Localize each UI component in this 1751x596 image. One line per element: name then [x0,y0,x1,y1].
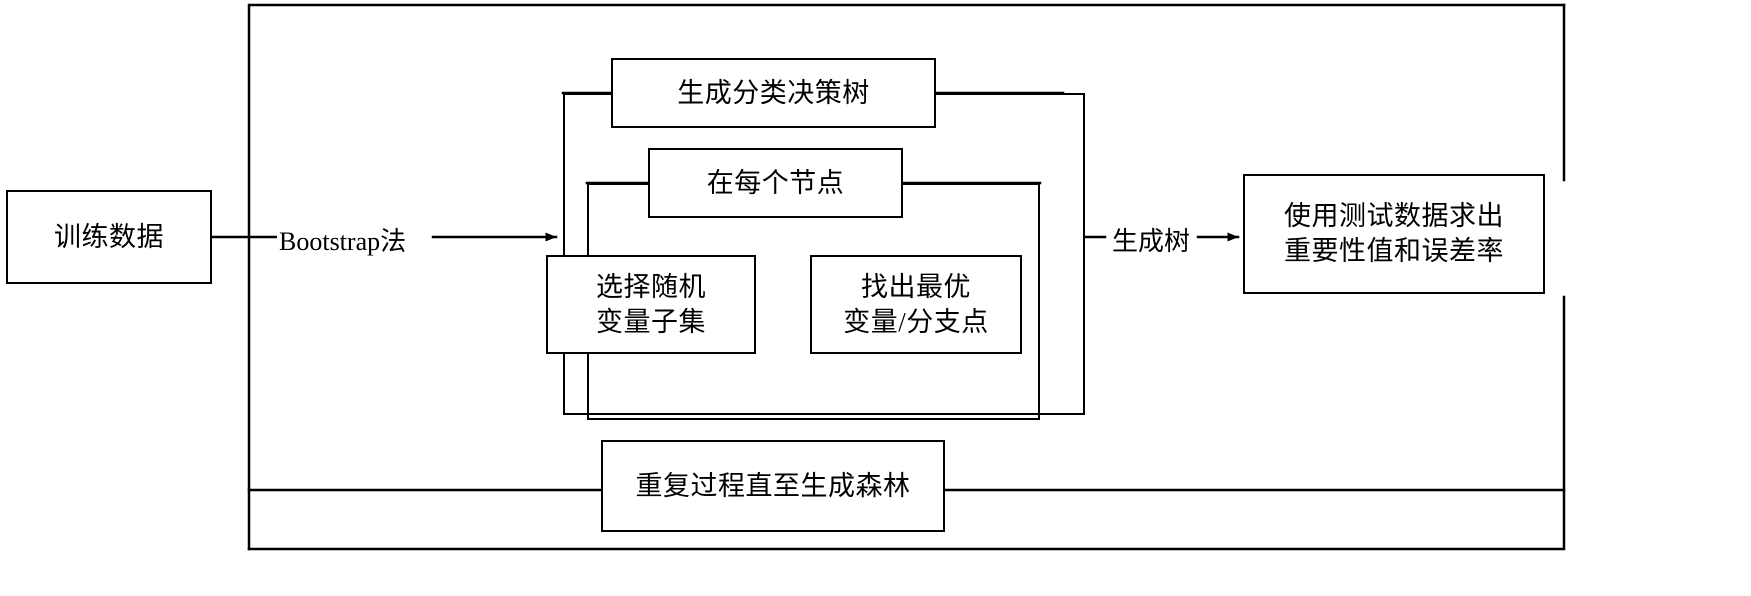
node-at-each-node-label: 在每个节点 [706,167,845,198]
node-training-data[interactable]: 训练数据 [6,190,212,284]
node-test-data-importance-error-label-line2: 重要性值和误差率 [1284,236,1504,266]
node-find-best-variable-split[interactable]: 找出最优 变量/分支点 [810,255,1022,354]
node-select-random-variable-subset[interactable]: 选择随机 变量子集 [546,255,756,354]
edge-label-generate-tree: 生成树 [1110,221,1193,258]
node-at-each-node[interactable]: 在每个节点 [648,148,903,218]
node-select-random-variable-subset-label-line1: 选择随机 [596,271,706,302]
node-training-data-label: 训练数据 [54,221,164,252]
node-test-data-importance-error-label-line1: 使用测试数据求出 [1284,201,1504,232]
node-generate-classification-tree-label: 生成分类决策树 [677,77,870,108]
node-find-best-variable-split-label-line1: 找出最优 [861,271,971,302]
node-repeat-until-forest-label: 重复过程直至生成森林 [635,470,911,501]
node-generate-classification-tree[interactable]: 生成分类决策树 [611,58,936,128]
edge-label-bootstrap: Bootstrap法 [277,221,409,258]
node-select-random-variable-subset-label-line2: 变量子集 [596,306,706,337]
node-find-best-variable-split-label-line2: 变量/分支点 [843,306,989,337]
node-repeat-until-forest[interactable]: 重复过程直至生成森林 [601,440,945,532]
node-test-data-importance-error[interactable]: 使用测试数据求出 重要性值和误差率 [1243,174,1545,294]
